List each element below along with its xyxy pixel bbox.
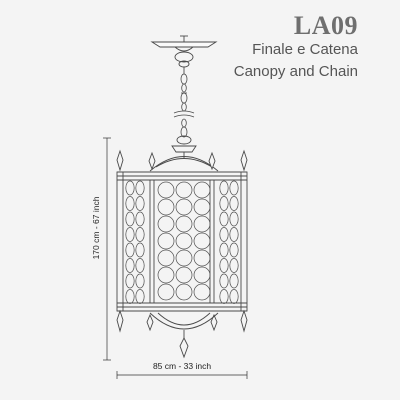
lattice-ring	[135, 258, 145, 273]
ring-pattern	[125, 180, 239, 304]
top-rail	[117, 171, 247, 181]
lattice-ring	[219, 180, 229, 196]
lattice-ring	[135, 211, 145, 227]
lattice-ring	[125, 273, 135, 289]
lattice-ring	[175, 181, 193, 199]
chain	[173, 73, 195, 138]
lattice-ring	[157, 266, 175, 284]
frame-posts	[116, 171, 248, 312]
lattice-ring	[193, 198, 211, 216]
model-code: LA09	[293, 11, 358, 40]
lattice-ring	[229, 180, 239, 196]
lattice-ring	[229, 289, 239, 304]
lattice-ring	[229, 242, 239, 258]
lattice-ring	[193, 283, 211, 301]
lattice-ring	[135, 196, 145, 211]
width-dimension	[116, 371, 248, 379]
lattice-ring	[125, 211, 135, 227]
lattice-ring	[219, 242, 229, 258]
subtitle-italian: Finale e Catena	[252, 41, 358, 58]
lattice-ring	[125, 242, 135, 258]
lattice-ring	[157, 181, 175, 199]
height-label: 170 cm - 67 inch	[91, 196, 101, 259]
lattice-ring	[125, 180, 135, 196]
lattice-ring	[125, 196, 135, 211]
height-dimension	[103, 137, 111, 361]
lattice-ring	[193, 266, 211, 284]
bottom-rail	[117, 302, 247, 312]
lattice-ring	[229, 273, 239, 289]
lattice-ring	[175, 215, 193, 233]
lattice-ring	[135, 289, 145, 304]
top-crown	[149, 135, 219, 172]
lattice-ring	[157, 215, 175, 233]
lattice-ring	[175, 198, 193, 216]
bottom-bowl	[149, 312, 219, 338]
lattice-ring	[219, 289, 229, 304]
lattice-ring	[135, 227, 145, 242]
lattice-ring	[193, 249, 211, 267]
lattice-ring	[219, 211, 229, 227]
lattice-ring	[193, 232, 211, 250]
spikes	[116, 149, 248, 359]
lattice-ring	[125, 227, 135, 242]
lattice-ring	[193, 215, 211, 233]
lattice-ring	[175, 249, 193, 267]
lattice-ring	[219, 227, 229, 242]
lattice-ring	[229, 211, 239, 227]
lattice-ring	[175, 266, 193, 284]
width-label: 85 cm - 33 inch	[153, 361, 211, 371]
lattice-ring	[175, 232, 193, 250]
lattice-ring	[219, 273, 229, 289]
lattice-ring	[157, 249, 175, 267]
lattice-ring	[193, 181, 211, 199]
lattice-ring	[219, 196, 229, 211]
lattice-ring	[229, 258, 239, 273]
lattice-ring	[175, 283, 193, 301]
lattice-ring	[229, 196, 239, 211]
lattice-ring	[125, 258, 135, 273]
lattice-ring	[135, 180, 145, 196]
lattice-ring	[157, 283, 175, 301]
lattice-ring	[135, 273, 145, 289]
lattice-ring	[157, 232, 175, 250]
lattice-ring	[157, 198, 175, 216]
subtitle-english: Canopy and Chain	[233, 63, 358, 80]
lattice-ring	[229, 227, 239, 242]
canopy	[150, 35, 218, 74]
lattice-ring	[219, 258, 229, 273]
lattice-ring	[135, 242, 145, 258]
lattice-ring	[125, 289, 135, 304]
